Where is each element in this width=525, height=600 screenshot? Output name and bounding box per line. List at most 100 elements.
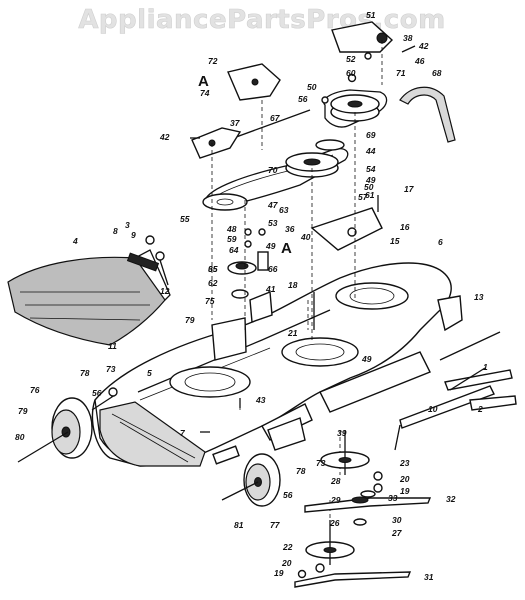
part-label-37: 37: [230, 118, 241, 128]
discharge-chute: [7, 249, 171, 346]
part-label-56c: 56: [283, 490, 293, 500]
part-label-52: 52: [346, 54, 356, 64]
part-label-48: 48: [226, 224, 237, 234]
part-label-33: 33: [388, 493, 398, 503]
part-label-3: 3: [125, 220, 130, 230]
part-label-49: 49: [365, 175, 376, 185]
part-label-60: 60: [346, 68, 356, 78]
part-label-54: 54: [366, 164, 376, 174]
bracket-51: [331, 21, 394, 53]
part-label-47: 47: [267, 200, 279, 210]
part-label-12: 12: [160, 286, 170, 296]
part-label-66: 66: [268, 264, 278, 274]
spindle-23: [320, 430, 370, 475]
blade-adapters: [297, 471, 383, 579]
callout-letter-a-mid: A: [281, 240, 292, 257]
part-label-75: 75: [205, 296, 215, 306]
part-label-73: 73: [106, 364, 116, 374]
part-label-43: 43: [255, 395, 266, 405]
part-label-31: 31: [424, 572, 434, 582]
part-label-27: 27: [391, 528, 403, 538]
part-label-15: 15: [390, 236, 400, 246]
part-label-81: 81: [234, 520, 244, 530]
part-label-67: 67: [270, 113, 281, 123]
part-number-labels: 1 2 3 4 5 6 7 8 9 10 11 12 13 15 16 17 1…: [15, 10, 488, 582]
part-label-41: 41: [265, 284, 276, 294]
part-label-19b: 19: [400, 486, 410, 496]
part-label-79b: 79: [185, 315, 195, 325]
part-label-62: 62: [208, 278, 218, 288]
belt-guard: [399, 86, 456, 143]
part-label-1: 1: [483, 362, 488, 372]
idler-arm-16: [310, 207, 383, 251]
part-label-55: 55: [180, 214, 190, 224]
part-label-69: 69: [366, 130, 376, 140]
part-label-16: 16: [400, 222, 410, 232]
part-label-18: 18: [288, 280, 298, 290]
front-hitch: [394, 331, 517, 451]
deck-shell: [91, 262, 463, 467]
part-label-36: 36: [285, 224, 295, 234]
part-label-50: 50: [307, 82, 317, 92]
part-label-28: 28: [330, 476, 341, 486]
part-label-5: 5: [147, 368, 152, 378]
part-label-8: 8: [113, 226, 118, 236]
deck-mount-brackets: [211, 289, 273, 361]
watermark: AppliancePartsPros.com: [78, 5, 445, 35]
right-gauge-wheel: [221, 417, 306, 507]
part-label-56b: 56: [92, 388, 102, 398]
part-label-13: 13: [474, 292, 484, 302]
part-label-29: 29: [330, 495, 341, 505]
part-label-70: 70: [268, 165, 278, 175]
part-label-56: 56: [298, 94, 308, 104]
pulleys: [202, 94, 380, 211]
part-label-80: 80: [15, 432, 25, 442]
left-gauge-wheel: [17, 387, 118, 463]
part-label-20: 20: [281, 558, 292, 568]
part-label-22: 22: [282, 542, 293, 552]
part-label-64: 64: [229, 245, 239, 255]
part-label-78b: 78: [296, 466, 306, 476]
part-label-57: 57: [358, 192, 369, 202]
part-label-68: 68: [432, 68, 442, 78]
part-label-30: 30: [392, 515, 402, 525]
part-label-73b: 73: [316, 458, 326, 468]
part-label-53: 53: [268, 218, 278, 228]
part-label-20b: 20: [399, 474, 410, 484]
chute-hinge-hardware: [126, 235, 169, 286]
part-label-38: 38: [403, 33, 413, 43]
part-label-74: 74: [200, 88, 210, 98]
part-label-19: 19: [274, 568, 284, 578]
part-label-71: 71: [396, 68, 406, 78]
idler-assembly: [227, 251, 269, 275]
part-label-76: 76: [30, 385, 40, 395]
part-label-23: 23: [399, 458, 410, 468]
part-label-9: 9: [131, 230, 136, 240]
part-label-44: 44: [365, 146, 376, 156]
part-label-39: 39: [337, 428, 347, 438]
part-label-79: 79: [18, 406, 28, 416]
part-label-78: 78: [80, 368, 90, 378]
part-label-65: 65: [208, 264, 218, 274]
callout-letter-a-top: A: [198, 73, 209, 90]
part-label-21: 21: [287, 328, 298, 338]
part-label-50b: 50: [364, 182, 374, 192]
part-label-10: 10: [428, 404, 438, 414]
part-label-4: 4: [72, 236, 78, 246]
part-label-11: 11: [108, 341, 117, 351]
part-label-17: 17: [404, 184, 415, 194]
bracket-72: [227, 63, 281, 101]
part-label-32: 32: [446, 494, 456, 504]
part-label-42b: 42: [418, 41, 429, 51]
spindle-22: [305, 520, 355, 565]
part-label-2: 2: [477, 404, 483, 414]
part-label-72: 72: [208, 56, 218, 66]
blade-32: [304, 497, 432, 513]
part-label-42: 42: [159, 132, 170, 142]
part-label-77: 77: [270, 520, 281, 530]
part-label-7: 7: [180, 428, 186, 438]
part-label-35: 35: [208, 264, 218, 274]
bolts: [190, 45, 416, 433]
part-label-49b: 49: [265, 241, 276, 251]
